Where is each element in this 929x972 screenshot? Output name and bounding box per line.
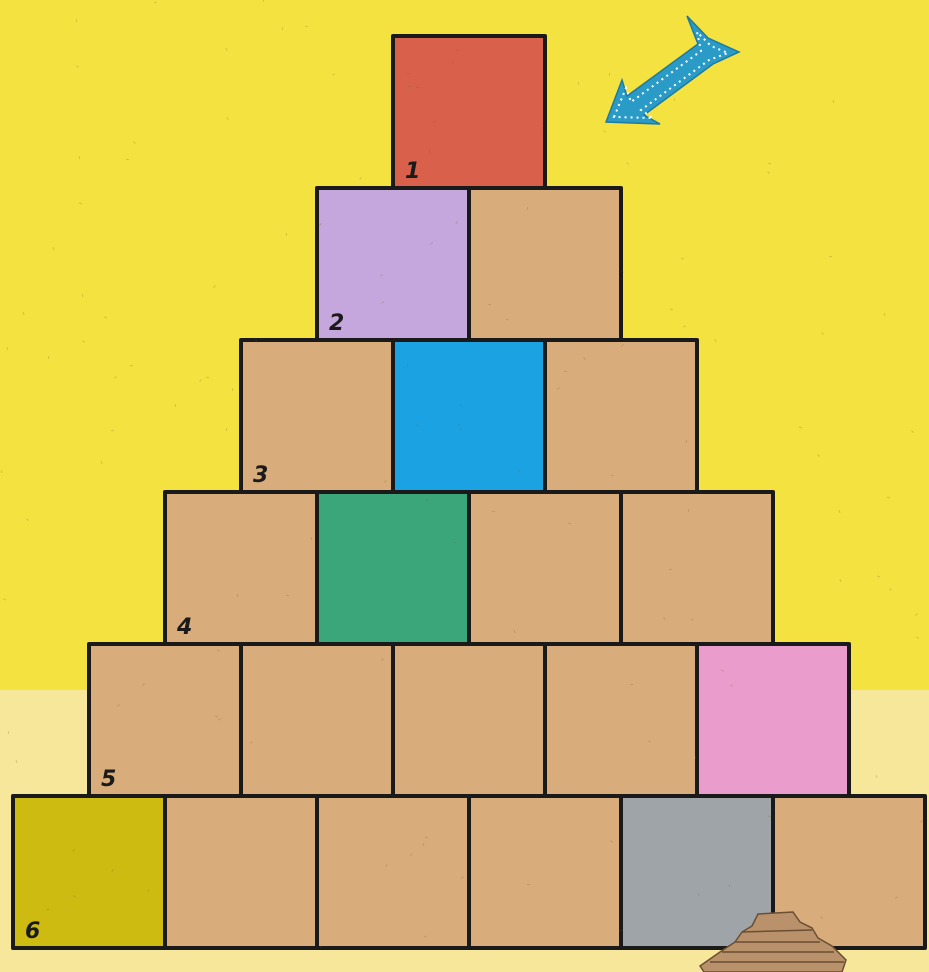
paper-speck xyxy=(887,497,890,498)
pyramid-block[interactable] xyxy=(393,644,545,796)
row-number-label: 1 xyxy=(405,159,420,184)
row-number-label: 4 xyxy=(176,615,192,640)
pyramid-block[interactable] xyxy=(545,340,697,492)
pyramid-block[interactable] xyxy=(469,188,621,340)
pyramid-row-3: 3 xyxy=(241,340,697,492)
pyramid-row-4: 4 xyxy=(165,492,773,644)
paper-speck xyxy=(429,150,430,153)
pyramid-block[interactable] xyxy=(317,796,469,948)
paper-speck xyxy=(263,0,264,2)
row-number-label: 6 xyxy=(25,919,40,944)
pyramid-block[interactable] xyxy=(469,492,621,644)
paper-speck xyxy=(695,756,696,759)
pyramid-block[interactable] xyxy=(241,644,393,796)
paper-speck xyxy=(408,86,411,87)
pyramid-row-2: 2 xyxy=(317,188,621,340)
paper-speck xyxy=(232,388,233,391)
paper-speck xyxy=(609,73,610,76)
row-number-label: 3 xyxy=(253,463,268,488)
paper-speck xyxy=(206,377,209,378)
pyramid-block[interactable] xyxy=(621,796,773,948)
paper-speck xyxy=(670,309,673,310)
pyramid-block[interactable] xyxy=(317,492,469,644)
pyramid-block[interactable] xyxy=(469,796,621,948)
paper-speck xyxy=(48,356,49,359)
pyramid-block[interactable] xyxy=(545,644,697,796)
pyramid-block[interactable] xyxy=(697,644,849,796)
paper-speck xyxy=(53,247,54,250)
paper-speck xyxy=(286,233,287,236)
paper-speck xyxy=(79,156,80,159)
paper-speck xyxy=(768,163,771,164)
pyramid-row-5: 5 xyxy=(89,644,849,796)
pyramid-row-1: 1 xyxy=(393,36,545,188)
row-number-label: 2 xyxy=(329,311,344,336)
paper-speck xyxy=(226,428,227,431)
paper-speck xyxy=(829,256,832,257)
paper-speck xyxy=(488,304,491,305)
paper-speck xyxy=(416,87,419,88)
paper-speck xyxy=(688,509,689,512)
pyramid-block[interactable] xyxy=(621,492,773,644)
paper-speck xyxy=(630,684,633,685)
row-number-label: 5 xyxy=(101,767,116,792)
paper-speck xyxy=(527,884,530,885)
paper-speck xyxy=(1,470,2,473)
paper-speck xyxy=(126,159,129,160)
pyramid-block[interactable] xyxy=(393,340,545,492)
pyramid-block[interactable] xyxy=(165,796,317,948)
